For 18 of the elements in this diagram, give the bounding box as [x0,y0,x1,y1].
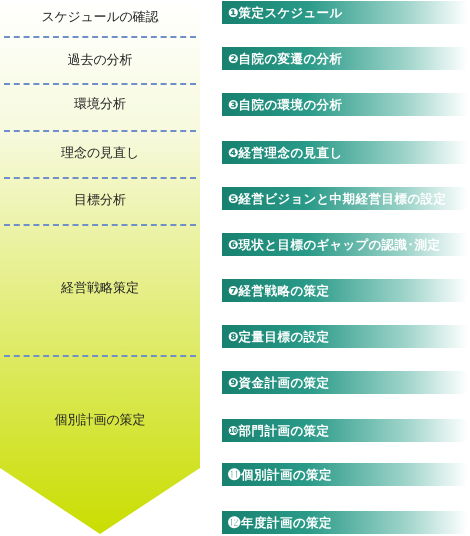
step-bar: ❻現状と目標のギャップの認識･測定 [222,233,468,256]
step-bar: ❽定量目標の設定 [222,325,468,348]
step-bar: ❶策定スケジュール [222,1,468,24]
phase-label: 環境分析 [0,95,200,113]
step-bar: ❼経営戦略の策定 [222,279,468,302]
phase-label: 経営戦略策定 [0,279,200,297]
step-bar: ❾資金計画の策定 [222,371,468,394]
phase-label: 目標分析 [0,191,200,209]
step-bar: ❷自院の変遷の分析 [222,47,468,70]
phase-label: 個別計画の策定 [0,411,200,429]
phase-label: 理念の見直し [0,144,200,162]
phase-label: 過去の分析 [0,51,200,69]
step-bar: ⓫個別計画の策定 [222,463,468,486]
step-bar: ⓬年度計画の策定 [222,511,468,534]
phase-label: スケジュールの確認 [0,8,200,26]
step-bar: ❸自院の環境の分析 [222,93,468,116]
step-bar: ❿部門計画の策定 [222,419,468,442]
step-bar: ❹経営理念の見直し [222,141,468,164]
